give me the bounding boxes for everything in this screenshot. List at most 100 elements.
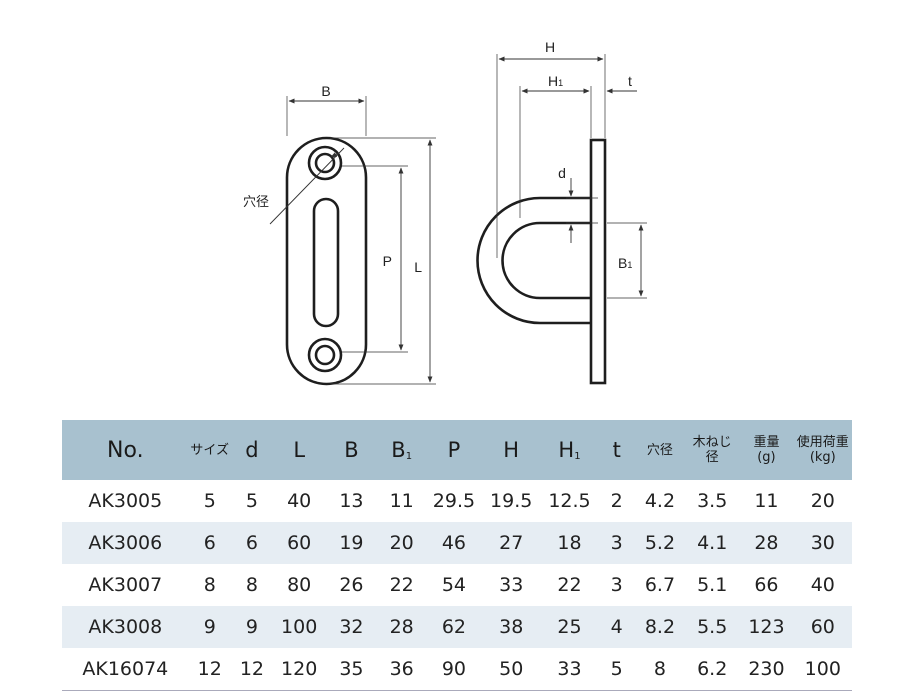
side-view: H H1 t d B1 — [476, 39, 647, 385]
top-hole-inner — [314, 152, 336, 174]
cell-L: 100 — [273, 606, 326, 648]
cell-size: 8 — [203, 574, 216, 596]
cell-P: 90 — [425, 648, 483, 691]
cell-screw-diameter: 4.1 — [685, 522, 740, 564]
dim-label-d: d — [558, 165, 566, 181]
header-weight: 重量(g) — [739, 420, 794, 480]
header-d: d — [230, 420, 274, 480]
cell-hole-diameter: 8 — [634, 648, 686, 691]
cell-size: 9 — [188, 606, 231, 648]
cell-screw-diameter: 3.5 — [697, 490, 728, 512]
cell-H: 19.5 — [490, 490, 533, 512]
cell-d: 6 — [230, 522, 274, 564]
dim-label-P: P — [383, 253, 392, 269]
header-P: P — [425, 420, 483, 480]
cell-H1: 25 — [540, 606, 599, 648]
cell-hole-diameter: 8.2 — [634, 606, 686, 648]
header-no: No. — [62, 420, 189, 480]
cell-B: 19 — [325, 522, 378, 564]
dim-label-t: t — [628, 73, 632, 89]
cell-hole-diameter: 5.2 — [634, 522, 686, 564]
center-slot — [312, 197, 340, 328]
cell-B1: 22 — [389, 574, 414, 596]
header-H1: H1 — [540, 420, 599, 480]
cell-hole-diameter: 4.2 — [644, 490, 676, 512]
cell-B1: 11 — [389, 490, 414, 512]
cell-P: 46 — [425, 522, 483, 564]
cell-B1: 20 — [377, 522, 426, 564]
dim-label-hole-diameter: 穴径 — [243, 195, 269, 210]
cell-L: 120 — [273, 648, 326, 691]
cell-H1: 12.5 — [548, 490, 591, 512]
cell-d: 5 — [245, 490, 258, 512]
front-view: B P L 穴径 — [243, 83, 436, 386]
cell-model-no: AK3008 — [62, 606, 189, 648]
cell-H1: 33 — [540, 648, 599, 691]
cell-B1: 28 — [377, 606, 426, 648]
cell-model-no: AK16074 — [62, 648, 189, 691]
cell-weight: 28 — [739, 522, 794, 564]
cell-d: 12 — [230, 648, 274, 691]
cell-size: 6 — [188, 522, 231, 564]
cell-size: 5 — [203, 490, 216, 512]
bottom-hole-inner — [314, 344, 336, 366]
cell-working-load: 30 — [793, 522, 852, 564]
header-L: L — [273, 420, 326, 480]
cell-L: 40 — [287, 490, 312, 512]
dim-label-B: B — [321, 83, 330, 99]
dim-label-L: L — [414, 259, 422, 275]
cell-t: 3 — [610, 574, 623, 596]
u-loop — [476, 196, 594, 325]
cell-t: 2 — [610, 490, 623, 512]
cell-d: 8 — [245, 574, 258, 596]
cell-screw-diameter: 6.2 — [685, 648, 740, 691]
cell-P: 62 — [425, 606, 483, 648]
cell-B: 13 — [339, 490, 364, 512]
cell-weight: 230 — [739, 648, 794, 691]
cell-H: 27 — [482, 522, 541, 564]
cell-screw-diameter: 5.1 — [697, 574, 728, 596]
cell-working-load: 40 — [810, 574, 835, 596]
cell-screw-diameter: 5.5 — [685, 606, 740, 648]
header-working-load: 使用荷重(kg) — [793, 420, 852, 480]
cell-B: 26 — [339, 574, 364, 596]
cell-L: 80 — [287, 574, 312, 596]
cell-weight: 11 — [754, 490, 779, 512]
header-hole-diameter: 穴径 — [634, 420, 686, 480]
cell-t: 5 — [598, 648, 635, 691]
cell-H1: 18 — [540, 522, 599, 564]
cell-t: 4 — [598, 606, 635, 648]
cell-hole-diameter: 6.7 — [644, 574, 676, 596]
cell-working-load: 20 — [810, 490, 835, 512]
header-B1: B1 — [377, 420, 426, 480]
cell-P: 29.5 — [432, 490, 476, 512]
cell-H: 38 — [482, 606, 541, 648]
cell-B: 32 — [325, 606, 378, 648]
header-H: H — [482, 420, 541, 480]
technical-drawing: B P L 穴径 H H1 t — [243, 39, 647, 386]
cell-model-no: AK3007 — [88, 574, 163, 596]
dim-label-H: H — [545, 39, 555, 55]
cell-B1: 36 — [377, 648, 426, 691]
base-plate — [589, 138, 607, 385]
cell-d: 9 — [230, 606, 274, 648]
cell-weight: 66 — [754, 574, 779, 596]
table-header-row: No. サイズ d L B B1 P H H1 t 穴径 木ねじ径 重量(g) … — [62, 420, 852, 480]
header-B: B — [325, 420, 378, 480]
cell-H1: 22 — [557, 574, 582, 596]
cell-H: 33 — [499, 574, 524, 596]
cell-B: 35 — [325, 648, 378, 691]
cell-L: 60 — [273, 522, 326, 564]
cell-working-load: 60 — [793, 606, 852, 648]
header-t: t — [598, 420, 635, 480]
cell-size: 12 — [188, 648, 231, 691]
cell-model-no: AK3006 — [62, 522, 189, 564]
cell-working-load: 100 — [793, 648, 852, 691]
cell-t: 3 — [598, 522, 635, 564]
header-screw-diameter: 木ねじ径 — [685, 420, 740, 480]
cell-H: 50 — [482, 648, 541, 691]
